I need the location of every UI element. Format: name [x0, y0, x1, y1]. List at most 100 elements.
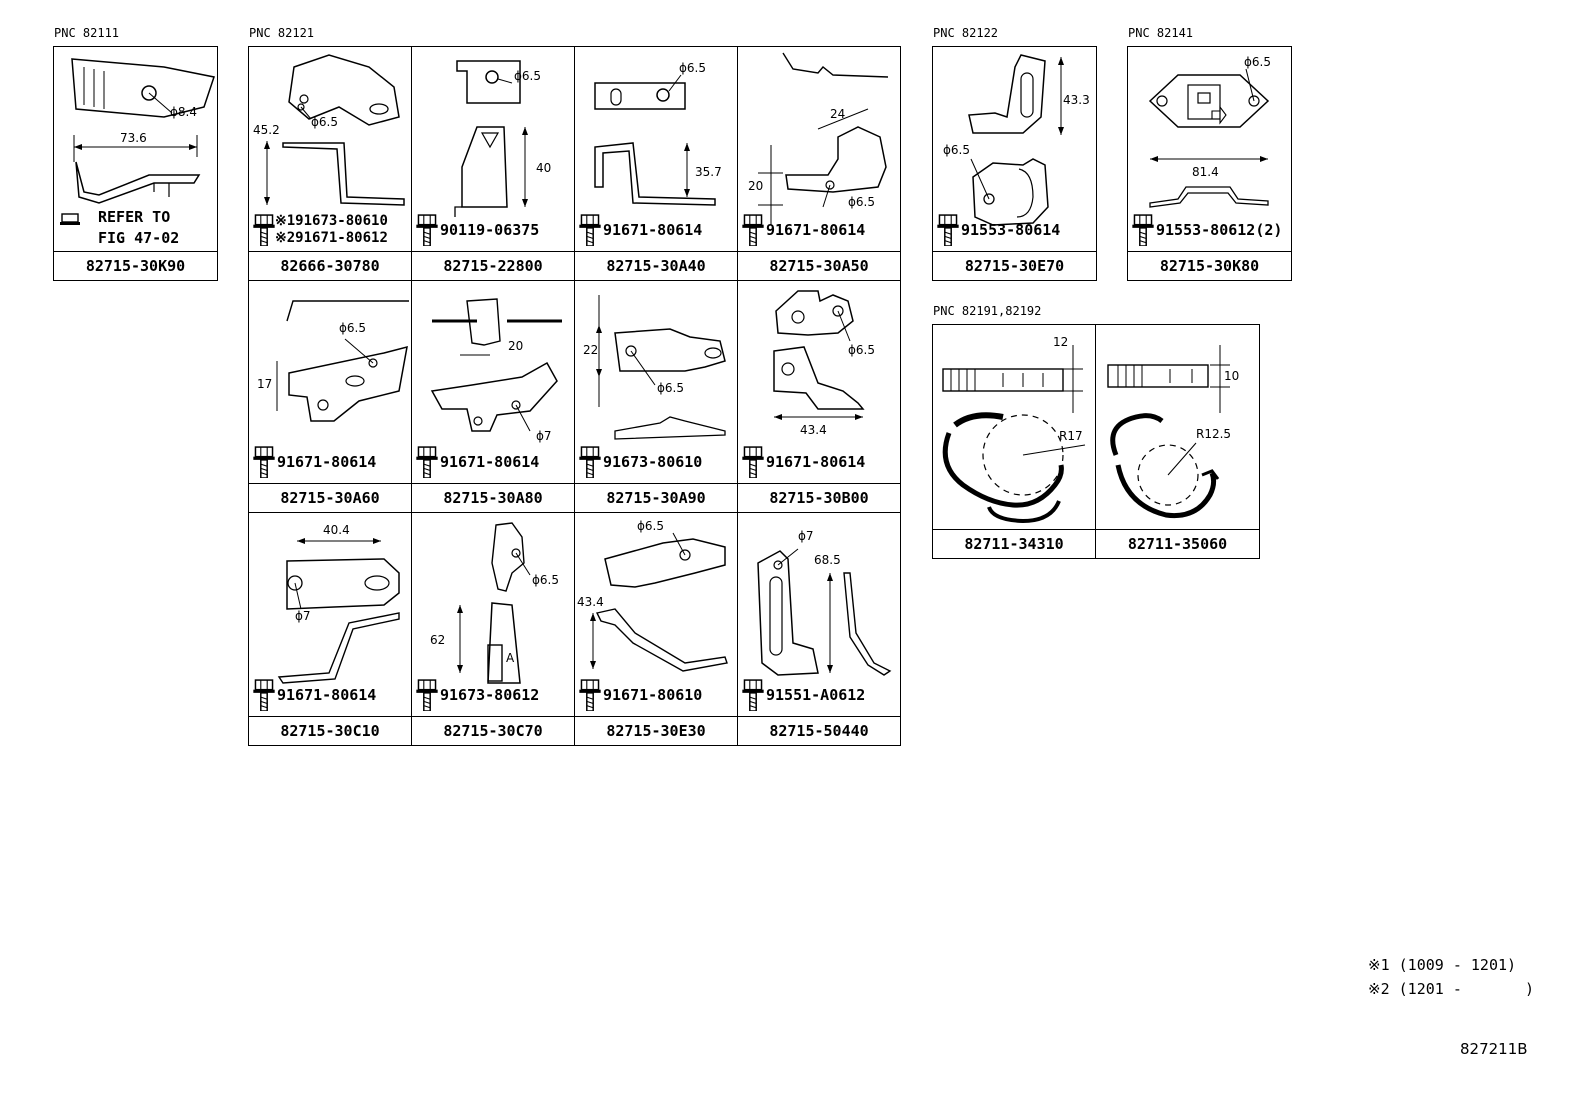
part-cell-82715-30A80[interactable]: 20 ϕ7 91671-80614 82715-30A80 — [412, 281, 575, 513]
part-number[interactable]: 82715-30A60 — [249, 483, 411, 512]
part-number[interactable]: 82715-30A90 — [575, 483, 737, 512]
bolt-callout: 90119-06375 — [416, 214, 539, 246]
note-2: ※2 (1201 - ) — [1368, 980, 1535, 998]
part-number[interactable]: 82715-30C10 — [249, 716, 411, 745]
bolt-callout: 91673-80610 — [579, 446, 702, 478]
part-cell-82715-22800[interactable]: ϕ6.5 40 90119-06375 82715-22800 — [412, 47, 575, 281]
pnc-82121-grid: 45.2 ϕ6.5 ※191673-80610 ※291671-80612 82… — [248, 46, 901, 746]
part-number[interactable]: 82715-50440 — [738, 716, 900, 745]
bolt-icon — [579, 214, 601, 246]
part-box-82715-30E70[interactable]: 43.3 ϕ6.5 91553-80614 82715-30E70 — [932, 46, 1097, 281]
part-number[interactable]: 82715-30E70 — [933, 251, 1096, 280]
dim-height: 35.7 — [695, 165, 722, 179]
part-number[interactable]: 82715-30E30 — [575, 716, 737, 745]
part-cell-82715-30A50[interactable]: 24 20 ϕ6.5 91671-80614 82715-30A50 — [738, 47, 900, 281]
bolt-number: 91671-80610 — [603, 686, 703, 704]
bolt-icon — [416, 214, 438, 246]
part-number[interactable]: 82711-35060 — [1096, 529, 1259, 558]
bolt-number: 91553-80612(2) — [1156, 221, 1283, 239]
dim-radius: R17 — [1059, 429, 1083, 443]
bolt-callout: 91671-80610 — [579, 679, 702, 711]
part-cell-82715-30A40[interactable]: ϕ6.5 35.7 91671-80614 82715-30A40 — [575, 47, 738, 281]
part-number[interactable]: 82666-30780 — [249, 251, 411, 280]
part-cell-82715-30A90[interactable]: 22 ϕ6.5 91673-80610 82715-30A90 — [575, 281, 738, 513]
bolt-callout: 91673-80612 — [416, 679, 539, 711]
nut-icon — [60, 213, 80, 225]
bolt-icon — [742, 679, 764, 711]
bolt-icon — [416, 679, 438, 711]
bracket-drawing — [454, 60, 528, 217]
part-number[interactable]: 82715-30C70 — [412, 716, 574, 745]
dim-height: 43.4 — [577, 595, 604, 609]
part-cell-82715-30E30[interactable]: ϕ6.5 43.4 91671-80610 82715-30E30 — [575, 513, 738, 745]
bolt-callout: 91671-80614 — [742, 214, 865, 246]
part-cell-82715-30C70[interactable]: ϕ6.5 62 A 91673-80612 82715-30C70 — [412, 513, 575, 745]
dim-hole: ϕ6.5 — [637, 519, 664, 533]
bracket-drawing — [264, 54, 405, 206]
part-number[interactable]: 82715-30A40 — [575, 251, 737, 280]
part-cell-82666-30780[interactable]: 45.2 ϕ6.5 ※191673-80610 ※291671-80612 82… — [249, 47, 412, 281]
clamp-drawing — [942, 345, 1086, 524]
bolt-number: 91671-80614 — [277, 686, 377, 704]
bracket-drawing — [71, 58, 215, 204]
part-number[interactable]: 82715-30K90 — [54, 251, 217, 280]
bolt-number: 91673-80612 — [440, 686, 540, 704]
refer-line-1: REFER TO — [98, 208, 171, 226]
dim-height: 43.3 — [1063, 93, 1090, 107]
bracket-drawing — [968, 54, 1064, 226]
bolt-callout: 91671-80614 — [742, 446, 865, 478]
bolt-icon — [579, 446, 601, 478]
part-box-82715-30K80[interactable]: ϕ6.5 81.4 91553-80612(2) 82715-30K80 — [1127, 46, 1292, 281]
dim-width: 81.4 — [1192, 165, 1219, 179]
part-number[interactable]: 82715-30K80 — [1128, 251, 1291, 280]
pnc-label-82122: PNC 82122 — [933, 26, 999, 40]
dim-hole: ϕ6.5 — [657, 381, 684, 395]
bolt-icon — [579, 679, 601, 711]
dim-height: 10 — [1224, 369, 1240, 383]
bolt-number: 91671-80614 — [603, 221, 703, 239]
dim-width: 43.4 — [800, 423, 827, 437]
dim-hole: ϕ6.5 — [514, 69, 541, 83]
part-cell-82711-34310[interactable]: 12 R17 82711-34310 — [933, 325, 1096, 558]
part-number[interactable]: 82711-34310 — [933, 529, 1095, 558]
pnc-label-82191-82192: PNC 82191,82192 — [933, 304, 1042, 318]
bracket-drawing — [594, 74, 716, 206]
bolt-icon — [937, 214, 959, 246]
dim-height: 45.2 — [253, 123, 280, 137]
part-cell-82715-30C10[interactable]: 40.4 ϕ7 91671-80614 82715-30C10 — [249, 513, 412, 745]
bracket-drawing — [757, 548, 892, 676]
bolt-icon — [253, 214, 275, 246]
dim-hole: ϕ6.5 — [311, 115, 338, 129]
dim-width: 40.4 — [323, 523, 350, 537]
bolt-number: 91673-80610 — [603, 453, 703, 471]
pnc-label-82121: PNC 82121 — [249, 26, 315, 40]
bolt-callout: 91671-80614 — [579, 214, 702, 246]
dim-width: 20 — [508, 339, 524, 353]
bolt-number: 91553-80614 — [961, 221, 1061, 239]
dim-height: 12 — [1053, 335, 1069, 349]
part-cell-82711-35060[interactable]: 10 R12.5 82711-35060 — [1096, 325, 1259, 558]
dim-length: 73.6 — [120, 131, 147, 145]
dim-height: 68.5 — [814, 553, 841, 567]
part-number[interactable]: 82715-30A80 — [412, 483, 574, 512]
bolt-number-2: ※291671-80612 — [275, 230, 388, 246]
bolt-number: 91671-80614 — [277, 453, 377, 471]
drawing-code: 827211B — [1460, 1040, 1528, 1058]
dim-height: 20 — [748, 179, 764, 193]
note-1: ※1 (1009 - 1201) — [1368, 956, 1517, 974]
bolt-callout: 91553-80614 — [937, 214, 1060, 246]
part-number[interactable]: 82715-30A50 — [738, 251, 900, 280]
bolt-icon — [742, 214, 764, 246]
part-box-82715-30K90[interactable]: ϕ8.4 73.6 REFER TO FIG 47-02 82715-30K90 — [53, 46, 218, 281]
part-number[interactable]: 82715-22800 — [412, 251, 574, 280]
bolt-number: 91671-80614 — [440, 453, 540, 471]
refer-line-2: FIG 47-02 — [98, 229, 180, 247]
bracket-drawing — [457, 522, 531, 684]
pnc-label-82141: PNC 82141 — [1128, 26, 1194, 40]
dim-hole: ϕ8.4 — [170, 105, 197, 119]
part-number[interactable]: 82715-30B00 — [738, 483, 900, 512]
part-cell-82715-50440[interactable]: ϕ7 68.5 91551-A0612 82715-50440 — [738, 513, 900, 745]
dim-radius: R12.5 — [1196, 427, 1232, 441]
part-cell-82715-30A60[interactable]: ϕ6.5 17 91671-80614 82715-30A60 — [249, 281, 412, 513]
part-cell-82715-30B00[interactable]: ϕ6.5 43.4 91671-80614 82715-30B00 — [738, 281, 900, 513]
